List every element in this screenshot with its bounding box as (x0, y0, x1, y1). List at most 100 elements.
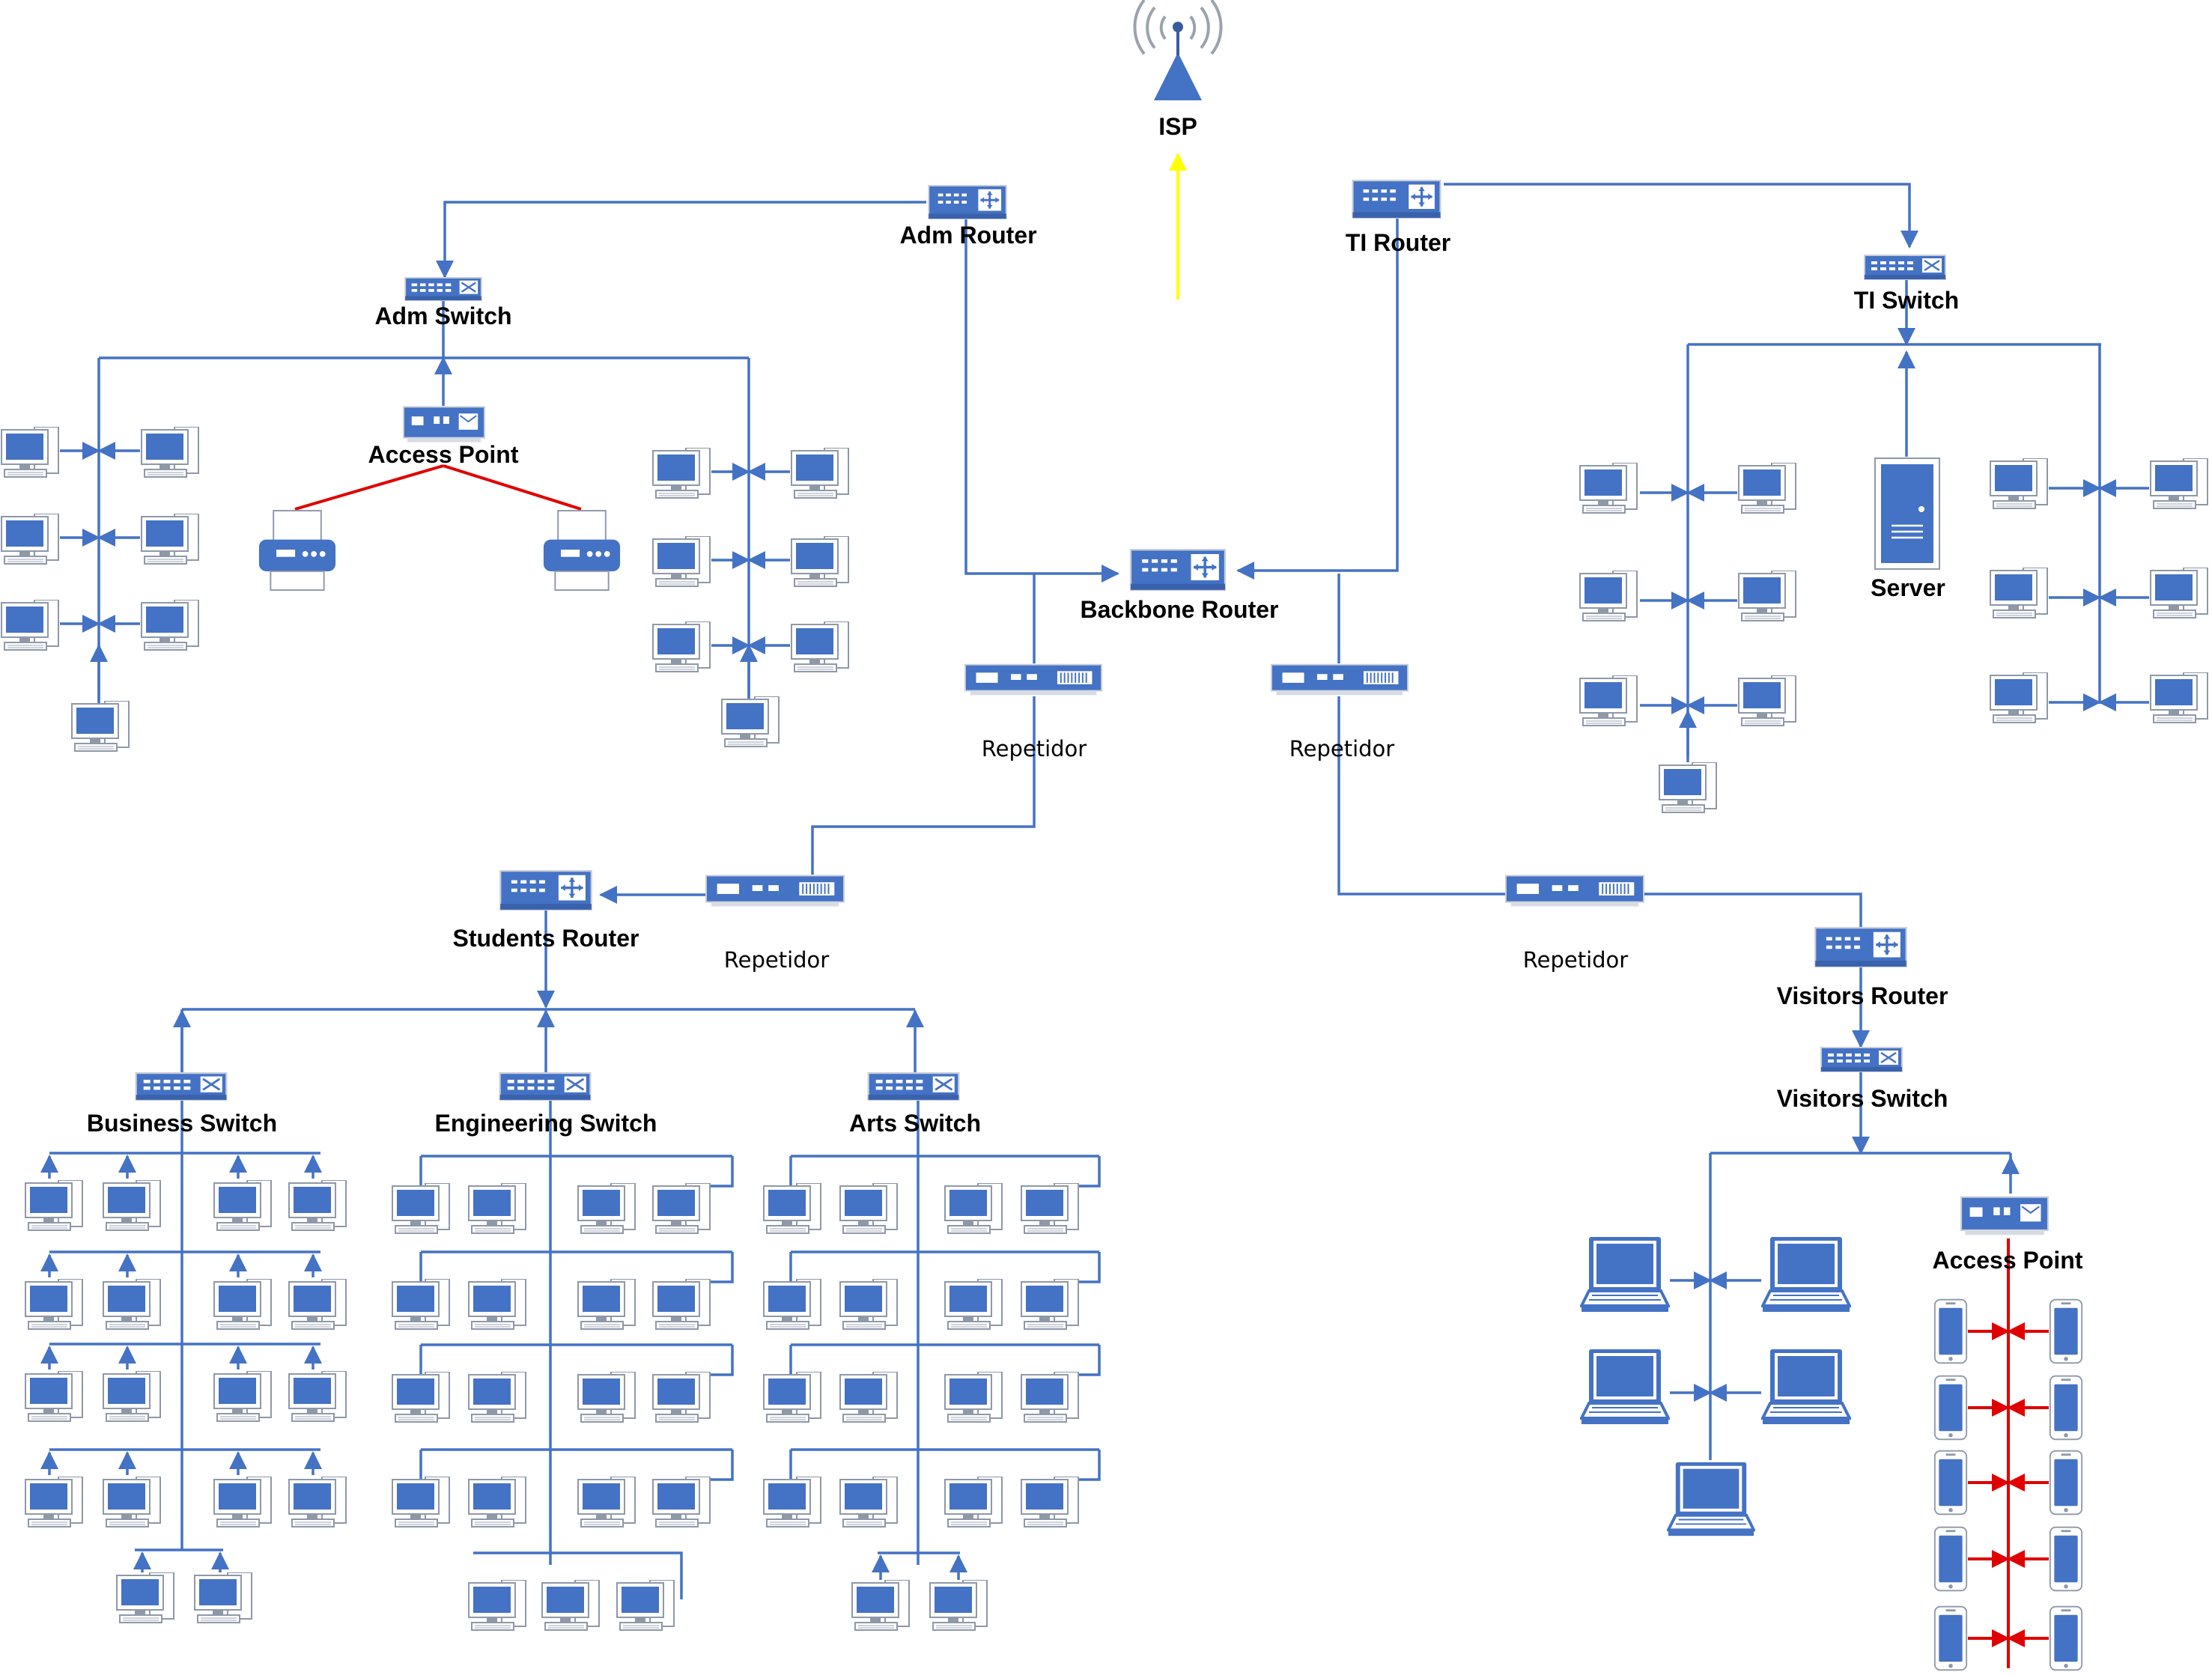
smartphone-icon (2049, 1605, 2083, 1671)
smartphone-icon (1933, 1375, 1968, 1441)
desktop-computer-icon (213, 1279, 272, 1330)
adm-router-label: Adm Router (899, 222, 1036, 249)
desktop-computer-icon (1738, 675, 1796, 726)
link-line (473, 1551, 683, 1599)
desktop-computer-icon (944, 1372, 1003, 1423)
desktop-computer-icon (1738, 463, 1796, 514)
desktop-computer-icon (103, 1279, 161, 1330)
desktop-computer-icon (1, 514, 59, 565)
desktop-computer-icon (721, 696, 780, 747)
printer-icon (542, 510, 622, 592)
link-line (1444, 183, 1918, 249)
link-line (1337, 696, 1505, 896)
desktop-computer-icon (1738, 571, 1796, 621)
desktop-computer-icon (71, 701, 130, 752)
visitors-switch-label: Visitors Switch (1777, 1085, 1948, 1112)
desktop-computer-icon (791, 536, 849, 587)
business-switch-label: Business Switch (87, 1110, 277, 1137)
server-label: Server (1871, 574, 1945, 601)
repeater-1-label: Repetidor (982, 736, 1087, 761)
desktop-computer-icon (2150, 672, 2208, 723)
backbone-router-label: Backbone Router (1081, 596, 1279, 623)
desktop-computer-icon (288, 1371, 347, 1422)
desktop-computer-icon (213, 1477, 272, 1527)
isp-antenna-icon (1133, 0, 1223, 100)
desktop-computer-icon (141, 514, 199, 565)
desktop-computer-icon (194, 1572, 252, 1623)
adm-router-icon (927, 185, 1008, 219)
link-line (704, 1450, 734, 1481)
access-point-adm-label: Access Point (368, 441, 519, 468)
adm-switch-icon (404, 277, 483, 301)
desktop-computer-icon (392, 1477, 450, 1527)
smartphone-icon (1933, 1605, 1968, 1671)
desktop-computer-icon (652, 1279, 711, 1330)
desktop-computer-icon (839, 1372, 898, 1423)
link-line (704, 1156, 734, 1188)
repeater-3-icon (705, 875, 845, 908)
desktop-computer-icon (763, 1279, 821, 1330)
repeater-4-label: Repetidor (1523, 947, 1629, 973)
desktop-computer-icon (652, 621, 711, 672)
desktop-computer-icon (577, 1477, 636, 1527)
desktop-computer-icon (763, 1183, 821, 1234)
ti-router-icon (1351, 180, 1442, 219)
access-point-visitors-label: Access Point (1933, 1247, 2083, 1274)
desktop-computer-icon (1579, 675, 1638, 726)
desktop-computer-icon (468, 1580, 526, 1631)
desktop-computer-icon (141, 600, 199, 651)
link-line (1072, 1345, 1101, 1376)
smartphone-icon (2049, 1450, 2083, 1516)
smartphone-icon (1933, 1298, 1968, 1364)
desktop-computer-icon (141, 427, 199, 478)
laptop-icon (1667, 1460, 1755, 1538)
desktop-computer-icon (468, 1183, 526, 1234)
link-line (704, 1252, 734, 1283)
desktop-computer-icon (616, 1580, 675, 1631)
link-line (811, 696, 1036, 875)
students-router-label: Students Router (453, 925, 639, 952)
link-line (1072, 1156, 1101, 1188)
network-links (40, 153, 2149, 1668)
desktop-computer-icon (1021, 1372, 1079, 1423)
desktop-computer-icon (392, 1183, 450, 1234)
smartphone-icon (1933, 1526, 1968, 1592)
arts-switch-label: Arts Switch (849, 1110, 981, 1137)
desktop-computer-icon (2150, 568, 2208, 618)
engineering-switch-label: Engineering Switch (435, 1110, 657, 1137)
smartphone-icon (2049, 1375, 2083, 1441)
desktop-computer-icon (103, 1180, 161, 1231)
desktop-computer-icon (791, 621, 849, 672)
desktop-computer-icon (1659, 762, 1717, 813)
desktop-computer-icon (944, 1477, 1003, 1527)
desktop-computer-icon (944, 1279, 1003, 1330)
desktop-computer-icon (1, 427, 59, 478)
link-line (964, 219, 1119, 583)
laptop-icon (1580, 1348, 1670, 1426)
desktop-computer-icon (288, 1180, 347, 1231)
repeater-1-icon (964, 663, 1102, 696)
desktop-computer-icon (763, 1372, 821, 1423)
desktop-computer-icon (577, 1372, 636, 1423)
desktop-computer-icon (652, 1477, 711, 1527)
access-point-visitors-icon (1960, 1196, 2049, 1236)
business-switch-icon (135, 1072, 228, 1101)
arts-switch-icon (867, 1072, 960, 1101)
desktop-computer-icon (288, 1477, 347, 1527)
ti-router-label: TI Router (1346, 229, 1450, 256)
desktop-computer-icon (25, 1477, 83, 1527)
desktop-computer-icon (25, 1279, 83, 1330)
visitors-router-icon (1814, 927, 1907, 967)
visitors-switch-icon (1820, 1047, 1903, 1072)
desktop-computer-icon (468, 1372, 526, 1423)
smartphone-icon (2049, 1298, 2083, 1364)
desktop-computer-icon (213, 1180, 272, 1231)
desktop-computer-icon (839, 1279, 898, 1330)
desktop-computer-icon (851, 1580, 910, 1631)
repeater-3-label: Repetidor (724, 947, 830, 973)
link-line (1236, 219, 1399, 580)
smartphone-icon (2049, 1526, 2083, 1592)
visitors-router-label: Visitors Router (1777, 982, 1948, 1009)
desktop-computer-icon (1021, 1477, 1079, 1527)
